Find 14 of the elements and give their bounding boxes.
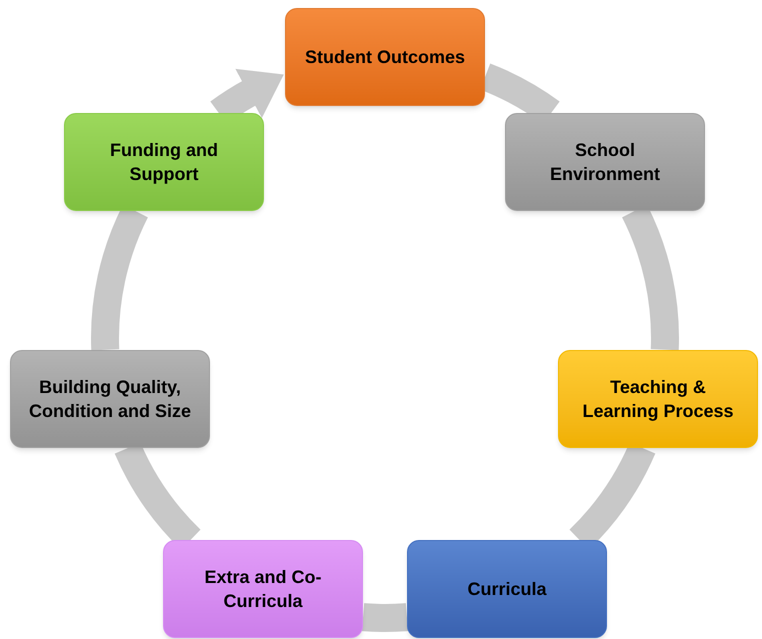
process-box: [285, 8, 485, 106]
process-box: [64, 113, 264, 211]
box-label: School Environment: [548, 138, 661, 186]
process-box: [505, 113, 705, 211]
box-label: Curricula: [467, 578, 547, 601]
process-box: [407, 540, 607, 638]
box-label: Building Quality, Condition and Size: [28, 376, 192, 423]
process-box: [163, 540, 363, 638]
box-label: Student Outcomes: [304, 46, 465, 69]
box-label: Extra and Co-Curricula: [203, 566, 323, 613]
process-box: [558, 350, 758, 448]
box-label: Funding and Support: [109, 138, 219, 186]
box-label: Teaching & Learning Process: [581, 376, 735, 423]
process-box: [10, 350, 210, 448]
